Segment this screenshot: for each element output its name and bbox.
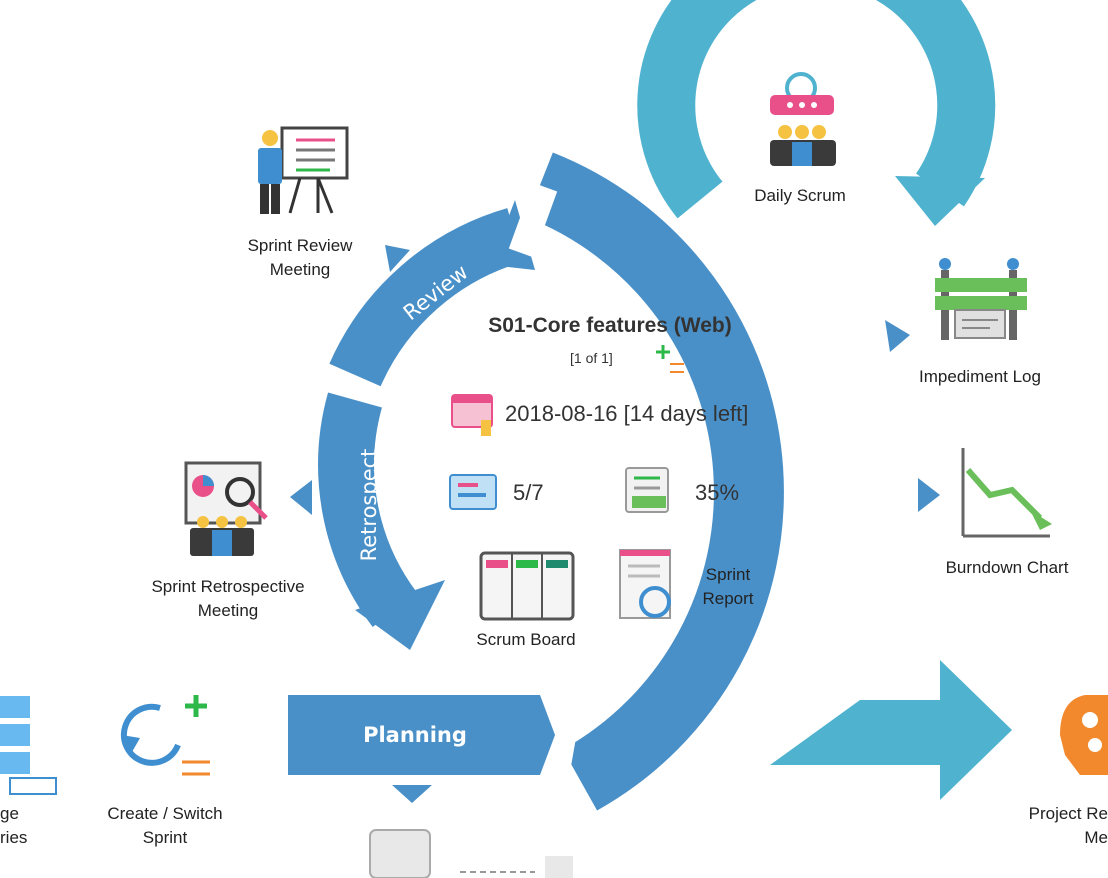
project-review-label[interactable]: Project Re Me <box>1028 804 1108 847</box>
cycle-ring <box>288 152 784 811</box>
scrum-board-label[interactable]: Scrum Board <box>476 630 576 649</box>
items-done-count: 5/7 <box>513 480 544 505</box>
sprint-date: 2018-08-16 [14 days left] <box>505 401 749 426</box>
manage-stories-label[interactable]: ge ries <box>0 804 28 847</box>
sprint-review-icon[interactable] <box>258 126 349 214</box>
daily-scrum-icon[interactable] <box>770 72 836 166</box>
burndown-chart-icon[interactable] <box>961 448 1052 538</box>
pointer-impediment-icon <box>885 320 910 352</box>
phase-planning: Planning <box>363 723 467 747</box>
phase-implementation: Implementation <box>817 330 870 498</box>
scrum-board-icon[interactable] <box>479 551 575 621</box>
progress-checklist-icon <box>625 467 669 513</box>
daily-scrum-loop-arrow <box>637 0 996 226</box>
create-switch-sprint-icon[interactable] <box>120 695 210 776</box>
sprint-counter: [1 of 1] <box>570 350 613 366</box>
sprint-title: S01-Core features (Web) <box>488 314 732 337</box>
pointer-review-icon <box>385 245 410 272</box>
sprint-report-label[interactable]: Sprint Report <box>702 565 754 608</box>
calendar-icon <box>451 394 493 436</box>
sprint-review-label[interactable]: Sprint Review Meeting <box>247 236 353 279</box>
impediment-log-label[interactable]: Impediment Log <box>919 367 1041 386</box>
backlog-scroll-icon <box>369 829 573 878</box>
add-sprint-small-icon[interactable] <box>656 345 684 373</box>
manage-stories-icon[interactable] <box>0 696 57 795</box>
pointer-retro-icon <box>290 480 312 515</box>
project-review-head-icon[interactable] <box>1060 695 1108 775</box>
project-review-arrow <box>770 660 1012 800</box>
items-card-icon <box>449 474 497 510</box>
impediment-log-icon[interactable] <box>935 258 1027 340</box>
progress-percent: 35% <box>695 480 740 505</box>
pointer-planning-icon <box>392 785 432 803</box>
sprint-retrospective-label[interactable]: Sprint Retrospective Meeting <box>151 577 305 620</box>
daily-scrum-label[interactable]: Daily Scrum <box>754 186 846 205</box>
phase-retrospect: Retrospect <box>357 449 381 562</box>
create-switch-sprint-label[interactable]: Create / Switch Sprint <box>107 804 223 847</box>
burndown-chart-label[interactable]: Burndown Chart <box>945 558 1069 577</box>
sprint-retrospective-icon[interactable] <box>184 461 268 556</box>
pointer-burndown-icon <box>918 478 940 512</box>
sprint-report-icon[interactable] <box>619 549 671 619</box>
